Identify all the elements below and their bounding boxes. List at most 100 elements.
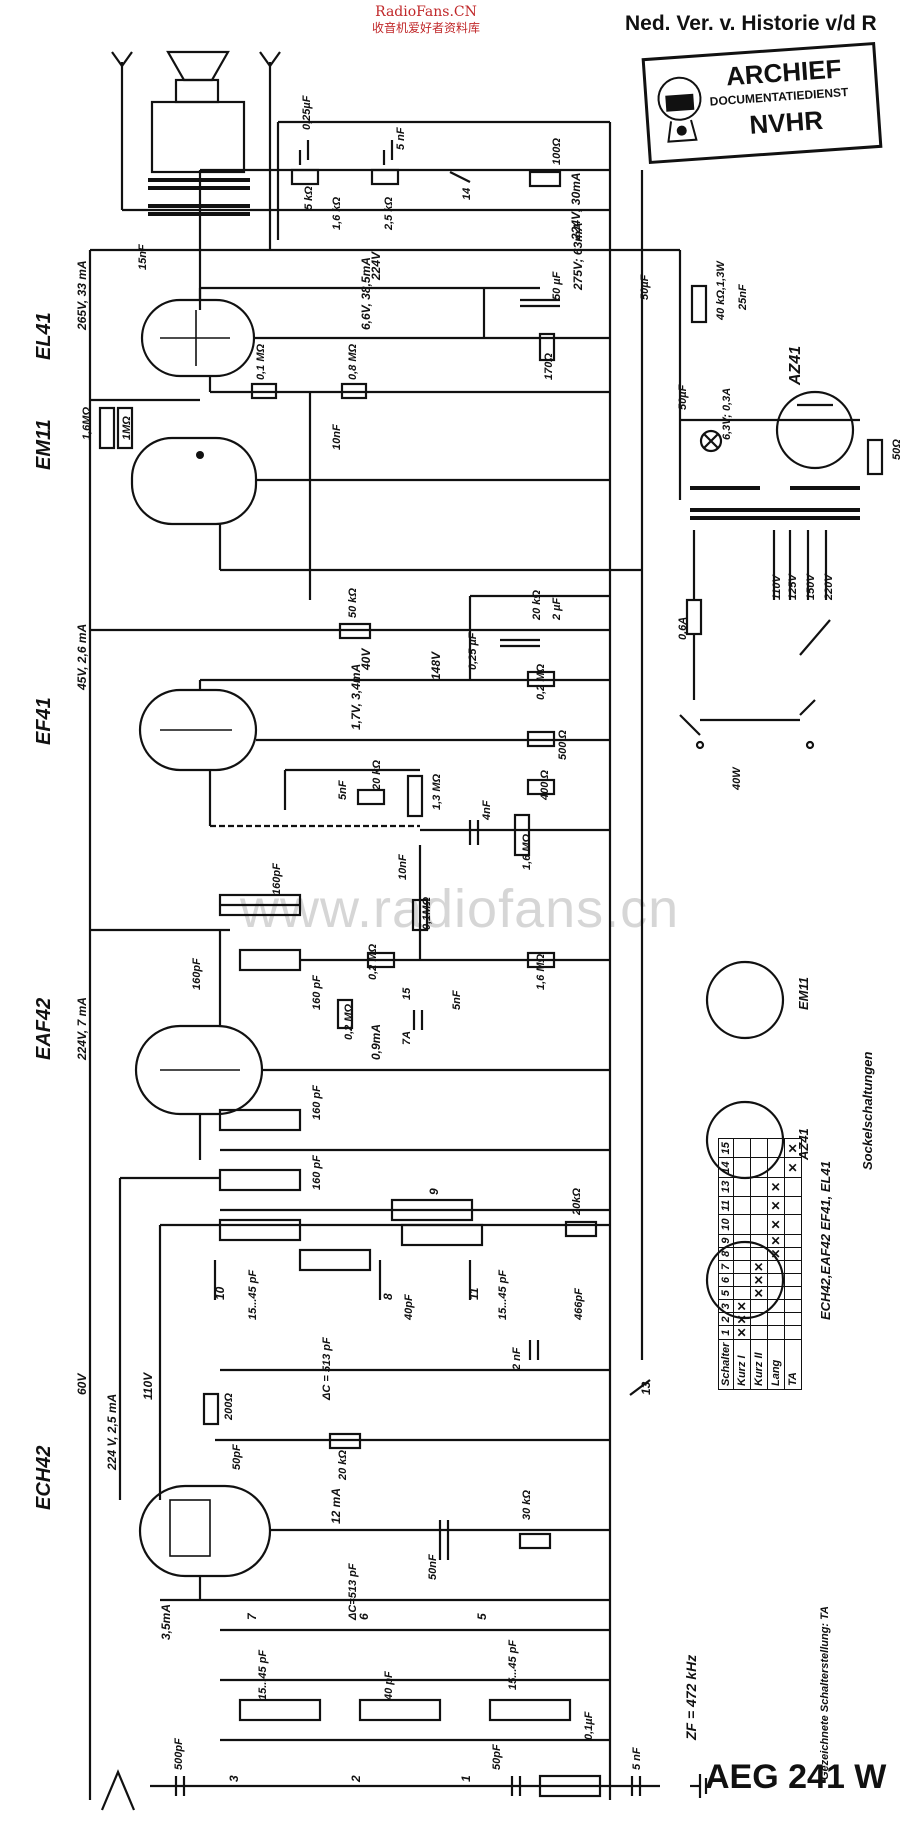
label-components-c_2uF: 2 µF bbox=[551, 597, 563, 621]
label-operating_points-ef41_plate: 45V, 2,6 mA bbox=[75, 624, 89, 691]
switch-table-cell bbox=[767, 1157, 785, 1178]
switch-table-cell bbox=[733, 1247, 751, 1261]
switch-table-cross: ✕ bbox=[733, 1299, 751, 1313]
tube-az41 bbox=[775, 390, 855, 470]
switch-table-cell bbox=[767, 1286, 785, 1300]
watermark: RadioFans.CN 收音机爱好者资料库 bbox=[372, 4, 480, 36]
label-components-c_50uF_a: 50 µF bbox=[551, 271, 563, 300]
label-components-r_5k: 5 kΩ bbox=[303, 186, 315, 210]
switch-table-cell bbox=[733, 1273, 751, 1287]
switch-table-header-cell: 3 bbox=[718, 1299, 734, 1313]
label-components-r_50k: 50 kΩ bbox=[347, 588, 359, 618]
switch-table-cell bbox=[750, 1177, 768, 1197]
label-components-r_02M_b: 0,2 MΩ bbox=[367, 943, 379, 980]
label-components-r_20k_c: 20kΩ bbox=[571, 1188, 583, 1216]
switch-table-cross: ✕ bbox=[767, 1177, 785, 1197]
switch-table-header-cell: 5 bbox=[718, 1286, 734, 1300]
label-components-c_1545pF_a: 15...45 pF bbox=[247, 1270, 259, 1320]
label-components-c_5nF_b: 5nF bbox=[337, 780, 349, 800]
mains-transformer bbox=[690, 486, 860, 520]
label-operating_points-ech42_60: 60V bbox=[75, 1373, 89, 1395]
header-title: Ned. Ver. v. Historie v/d R bbox=[625, 12, 877, 35]
label-components-c_160pF_d: 160 pF bbox=[311, 1085, 323, 1120]
label-components-c_10nF: 10nF bbox=[331, 424, 343, 450]
socket-rimlock-icon bbox=[705, 1240, 785, 1320]
label-components-zf: ZF = 472 kHz bbox=[683, 1655, 699, 1741]
switch-table-header-cell: 7 bbox=[718, 1260, 734, 1274]
label-operating_points-el41_g2: 224V bbox=[369, 251, 383, 281]
socket-em11-icon bbox=[705, 960, 785, 1040]
fuse bbox=[685, 598, 703, 636]
switch-table-cell bbox=[767, 1312, 785, 1326]
switch-table-cell bbox=[733, 1157, 751, 1178]
label-components-c_025uF: 0,25µF bbox=[301, 95, 313, 130]
label-tubes-ech42: ECH42 bbox=[33, 1446, 55, 1510]
label-operating_points-el41_plate: 265V, 33 mA bbox=[75, 260, 89, 331]
switch-table-cell bbox=[750, 1196, 768, 1215]
switch-table-header-cell: 15 bbox=[718, 1138, 734, 1158]
resistor-5k bbox=[290, 168, 320, 186]
switch-table-cell bbox=[784, 1177, 802, 1197]
label-components-r_01M_b: 0,1MΩ bbox=[421, 897, 433, 930]
switch-table-cross: ✕ bbox=[750, 1260, 768, 1274]
switch-table-cell bbox=[733, 1286, 751, 1300]
label-components-c_500pF: 500pF bbox=[173, 1738, 185, 1770]
mains-switch-left bbox=[679, 714, 701, 736]
label-components-r_08M: 0,8 MΩ bbox=[347, 343, 359, 380]
resistor-01M-b bbox=[411, 898, 429, 932]
switch-number: 9 bbox=[427, 1188, 441, 1195]
label-components-dc513: ΔC = 513 pF bbox=[321, 1337, 333, 1401]
switch-table-cell bbox=[767, 1260, 785, 1274]
label-operating_points-bplus1: 224V; 30mA bbox=[569, 172, 583, 241]
switch-table-cell bbox=[784, 1234, 802, 1248]
label-components-c_50pF_a: 50pF bbox=[231, 1444, 243, 1470]
label-components-r_50: 50Ω bbox=[891, 439, 903, 460]
label-operating_points-ech42_12: 12 mA bbox=[329, 1488, 343, 1524]
loudspeaker-icon bbox=[150, 50, 246, 174]
switch-table-cross: ✕ bbox=[750, 1273, 768, 1287]
if-transformer-2 bbox=[218, 1108, 302, 1132]
switch-table-cell bbox=[750, 1299, 768, 1313]
label-components-c_1545pF_d: 15...45 pF bbox=[507, 1640, 519, 1690]
rf-coil-3 bbox=[488, 1698, 572, 1722]
switch-table-cell bbox=[750, 1325, 768, 1340]
voltage-selector-switch bbox=[799, 619, 831, 656]
resistor-1M bbox=[116, 406, 134, 450]
label-components-c_50uF_c: 50µF bbox=[677, 384, 689, 410]
label-components-c_5nF_top: 5 nF bbox=[395, 127, 407, 150]
tube-el41 bbox=[140, 298, 256, 378]
label-components-r_20k: 20 kΩ bbox=[531, 590, 543, 621]
tube-eaf42 bbox=[134, 1024, 264, 1116]
label-components-c_15nF: 15nF bbox=[137, 244, 149, 270]
label-tubes-az41: AZ41 bbox=[787, 346, 804, 386]
label-components-c_466pF: 466pF bbox=[573, 1288, 585, 1321]
resistor-20k-b bbox=[356, 788, 386, 806]
label-components-c_2nF: 2 nF bbox=[511, 1347, 523, 1371]
if-transformer-1 bbox=[218, 893, 302, 917]
switch-table-cell bbox=[784, 1214, 802, 1235]
switch-table-cell bbox=[784, 1312, 802, 1326]
label-components-r_16M_b: 1,6 MΩ bbox=[521, 833, 533, 870]
switch-table-cell bbox=[733, 1260, 751, 1274]
switch-table-cross: ✕ bbox=[733, 1312, 751, 1326]
label-operating_points-el41_k: 6,6V, 38,5mA bbox=[359, 257, 373, 330]
label-operating_points-ef41_k: 1,7V, 3,4mA bbox=[349, 664, 363, 730]
label-tubes-ef41: EF41 bbox=[33, 697, 55, 745]
switch-table-cross: ✕ bbox=[767, 1214, 785, 1235]
label-components-r_02M_c: 0,2 MΩ bbox=[343, 1003, 355, 1040]
switch-table-cell bbox=[733, 1196, 751, 1215]
label-components-lamp: 6,3V; 0,3A bbox=[721, 388, 733, 440]
label-components-sw15: 15 bbox=[401, 987, 413, 1000]
switch-table-cell bbox=[750, 1247, 768, 1261]
center-watermark: www.radiofans.cn bbox=[240, 879, 680, 939]
switch-table-header-cell: 8 bbox=[718, 1247, 734, 1261]
osc-coil-4 bbox=[298, 1248, 372, 1272]
model-label: AEG 241 W bbox=[705, 1758, 887, 1796]
label-components-r_16k: 1,6 kΩ bbox=[331, 197, 343, 230]
label-components-c_50uF_b: 50µF bbox=[639, 274, 651, 300]
potentiometer-16M bbox=[513, 813, 531, 857]
antenna-mid-icon bbox=[259, 51, 281, 250]
resistor-02M bbox=[526, 670, 556, 688]
label-operating_points-eaf42_plate: 224V, 7 mA bbox=[75, 997, 89, 1061]
